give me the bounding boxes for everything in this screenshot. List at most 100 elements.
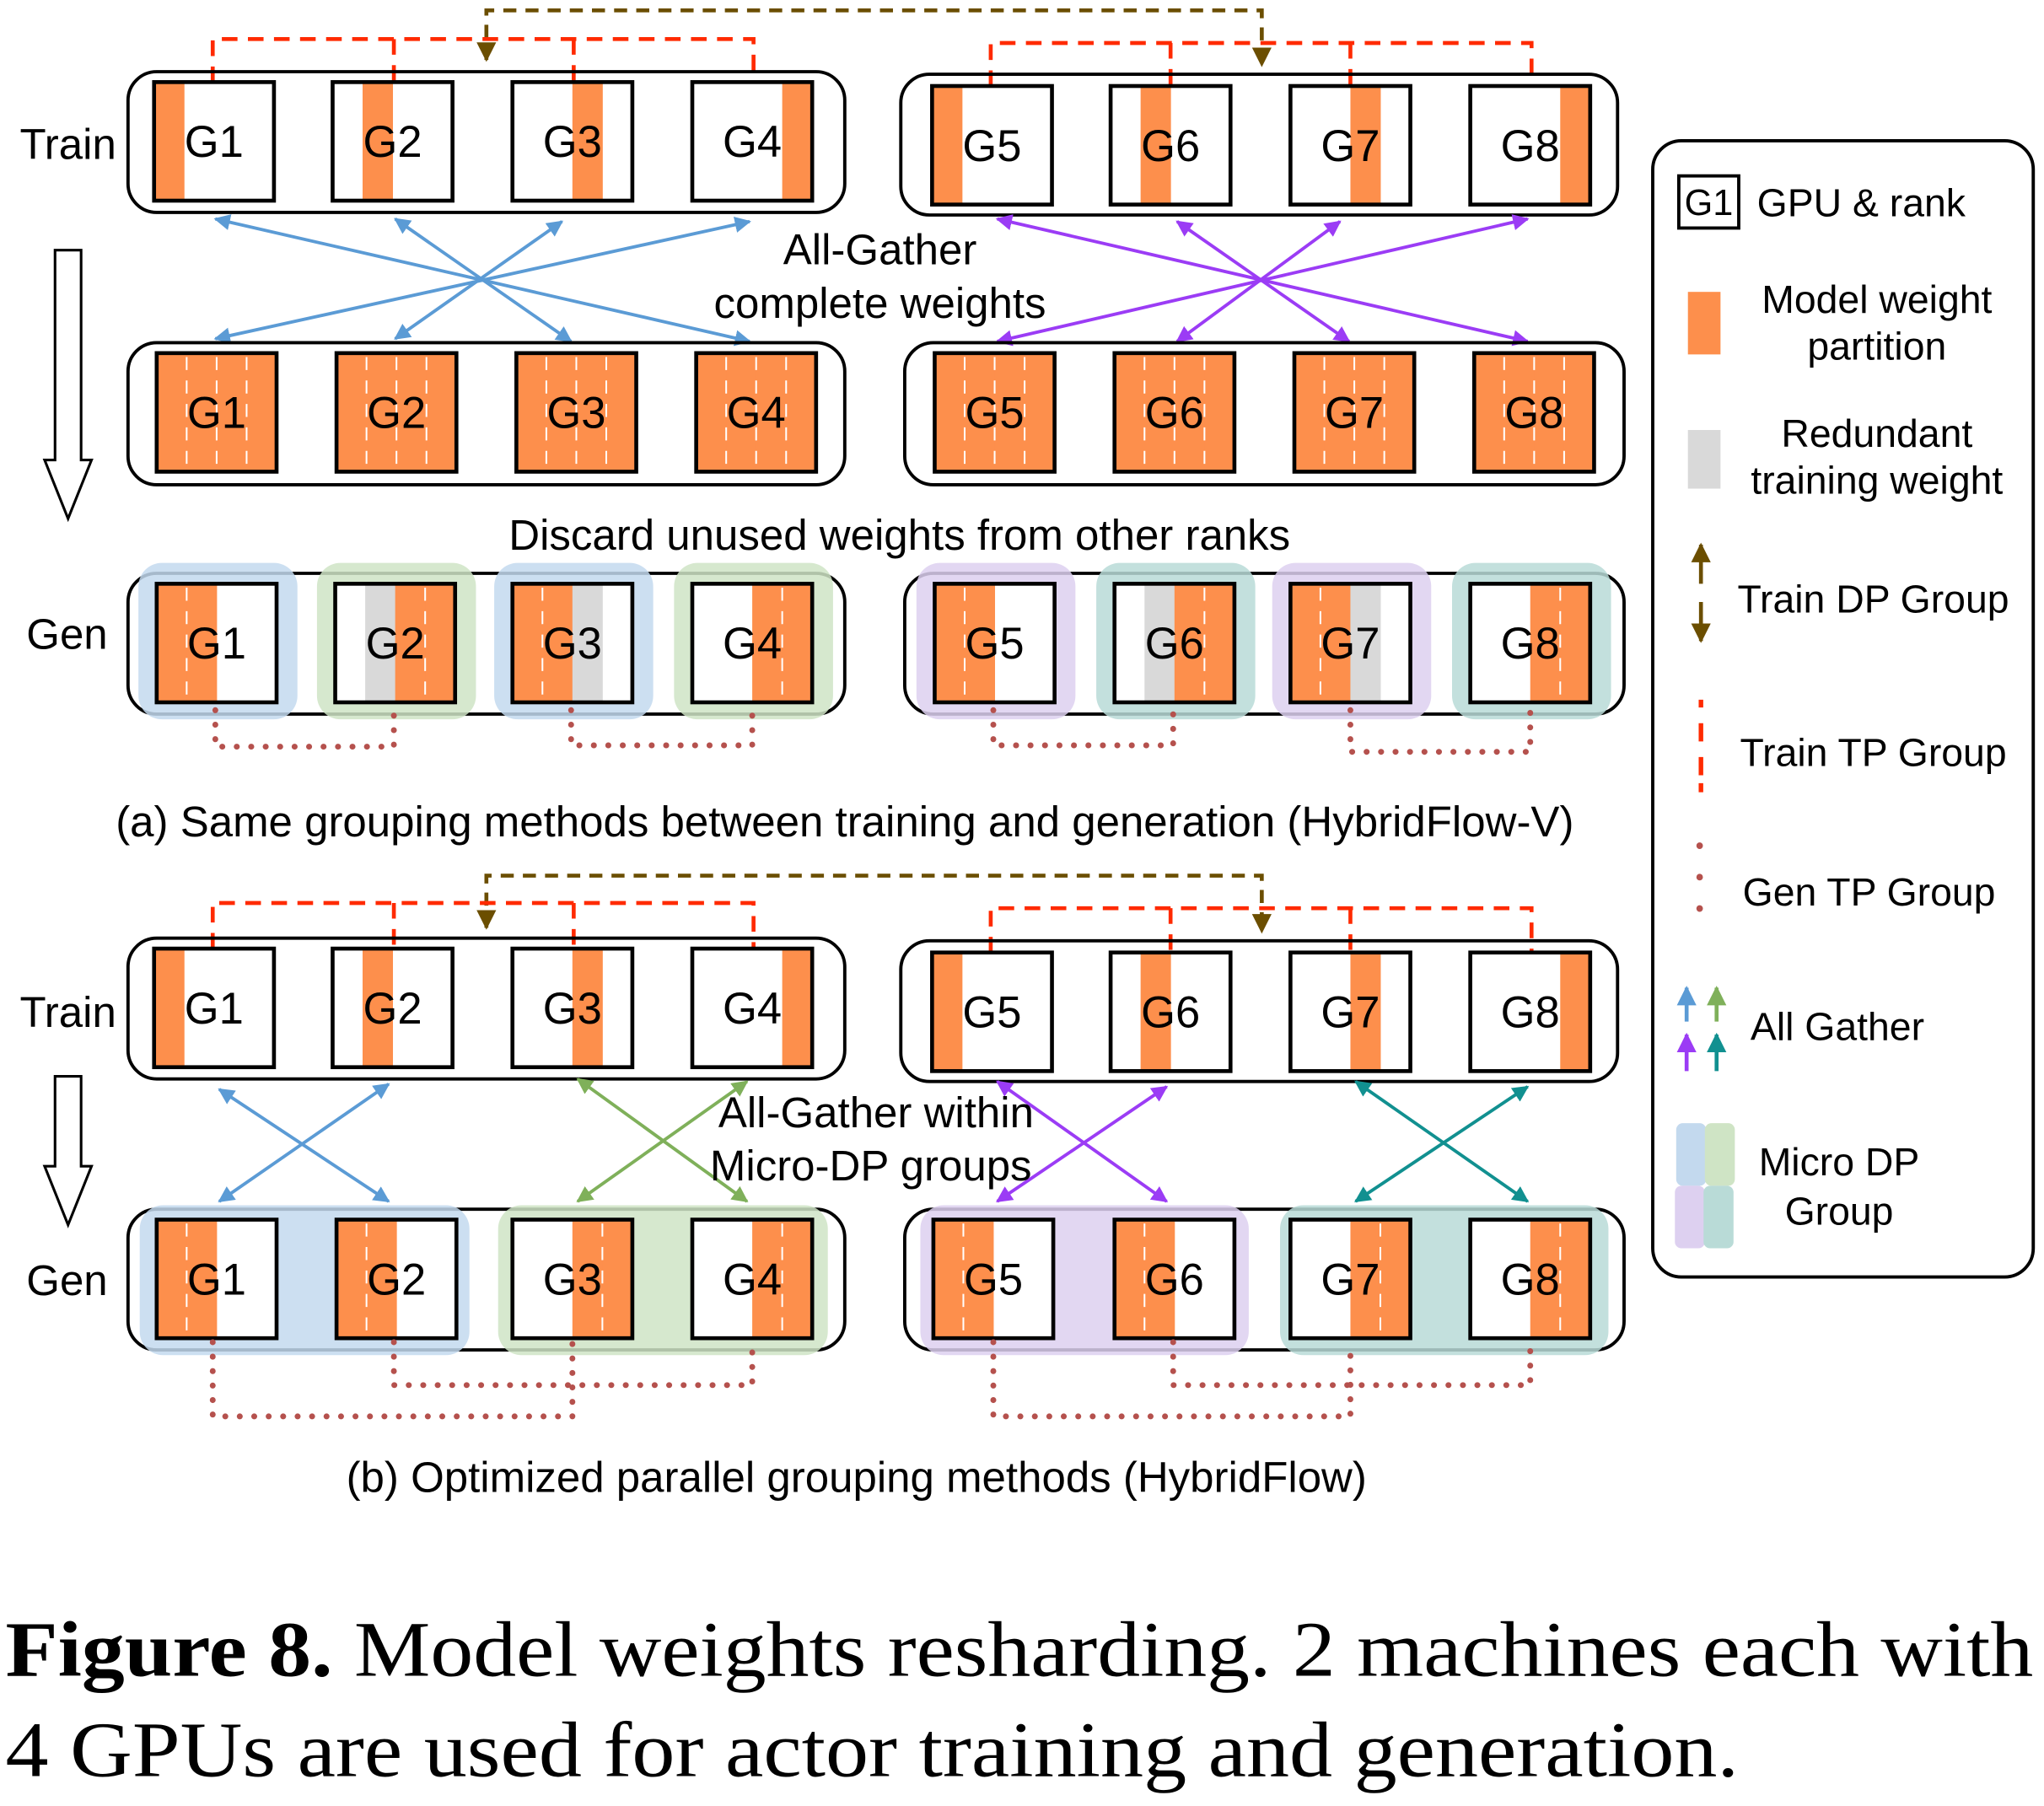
model-weight-partition bbox=[994, 352, 1025, 472]
gpu-g1-gen: G1 bbox=[154, 1217, 279, 1341]
gpu-g1-train: G1 bbox=[152, 946, 277, 1070]
gpu-border bbox=[930, 950, 1054, 1073]
model-weight-partition bbox=[965, 352, 996, 472]
gpu-label: G6 bbox=[1145, 389, 1204, 438]
model-weight-partition bbox=[726, 352, 757, 472]
gpu-g3-gen: G3 bbox=[510, 1217, 635, 1341]
gpu-border bbox=[931, 1217, 1056, 1341]
gpu-label: G5 bbox=[966, 619, 1025, 669]
gpu-g4-gen: G4 bbox=[690, 1217, 815, 1341]
gpu-label: G4 bbox=[723, 117, 782, 167]
model-weight-partition bbox=[396, 352, 428, 472]
model-weight-partition bbox=[1534, 352, 1565, 472]
gpu-border bbox=[1288, 1217, 1412, 1341]
model-weight-partition bbox=[934, 583, 966, 702]
machine-1-train bbox=[126, 70, 847, 214]
gpu-g5-gen: G5 bbox=[933, 582, 1057, 705]
gpu-border bbox=[1288, 582, 1412, 705]
caption-a: (a) Same grouping methods between traini… bbox=[116, 798, 1573, 846]
down-arrow-b bbox=[42, 1075, 94, 1228]
gpu-label: G8 bbox=[1501, 988, 1560, 1038]
gpu-label: G4 bbox=[723, 619, 782, 669]
all-gather-text: Micro-DP groups bbox=[710, 1142, 1032, 1190]
gpu-g6-gen: G6 bbox=[1112, 582, 1237, 705]
gpu-border bbox=[1468, 950, 1593, 1073]
gpu-border bbox=[152, 946, 277, 1070]
model-weight-partition bbox=[1140, 952, 1171, 1072]
redundant-weight bbox=[1144, 583, 1175, 702]
machine-2-gen bbox=[902, 1207, 1626, 1352]
gpu-label: G1 bbox=[185, 117, 244, 167]
legend-model-weight: Model weight bbox=[1762, 277, 1992, 321]
model-weight-partition bbox=[186, 1219, 218, 1339]
legend-weight-swatch bbox=[1687, 292, 1721, 355]
gpu-g4-train: G4 bbox=[690, 80, 815, 203]
gpu-g6-train: G6 bbox=[1108, 950, 1233, 1073]
model-weight-partition bbox=[1354, 352, 1385, 472]
machine-1-gen bbox=[126, 1207, 847, 1352]
machine-2-train bbox=[899, 938, 1620, 1083]
gpu-label: G1 bbox=[185, 984, 244, 1034]
model-weight-partition bbox=[542, 583, 573, 702]
model-weight-partition bbox=[153, 949, 185, 1067]
model-weight-partition bbox=[782, 1219, 813, 1339]
all-gather-arrow bbox=[1354, 1085, 1530, 1203]
train-tp-group-right bbox=[988, 906, 1534, 953]
model-weight-partition bbox=[366, 1219, 397, 1339]
model-weight-partition bbox=[752, 583, 783, 702]
model-weight-partition bbox=[932, 86, 963, 205]
gpu-label: G8 bbox=[1504, 389, 1563, 438]
gpu-label: G3 bbox=[543, 1255, 602, 1304]
model-weight-partition bbox=[1380, 1219, 1412, 1339]
model-weight-partition bbox=[336, 352, 368, 472]
figure-caption-line2: 4 GPUs are used for actor training and g… bbox=[6, 1707, 1739, 1793]
gpu-border bbox=[1468, 582, 1593, 705]
gpu-border bbox=[1112, 1217, 1237, 1341]
gpu-border bbox=[1112, 351, 1237, 474]
gpu-border bbox=[690, 1217, 815, 1341]
gpu-border bbox=[510, 80, 635, 203]
gpu-g7-train: G7 bbox=[1288, 83, 1412, 207]
legend-micro-dp-swatch bbox=[1704, 1123, 1735, 1186]
gen-tp-group bbox=[567, 707, 756, 749]
redundant-weight bbox=[365, 583, 396, 702]
model-weight-partition bbox=[782, 583, 813, 702]
gpu-g3-train: G3 bbox=[510, 80, 635, 203]
gpu-g8-gen: G8 bbox=[1468, 582, 1593, 705]
legend-gpu-sample-box bbox=[1676, 174, 1740, 230]
model-weight-partition bbox=[606, 352, 637, 472]
gpu-border bbox=[1288, 83, 1412, 207]
model-weight-partition bbox=[782, 949, 813, 1067]
gpu-border bbox=[690, 582, 815, 705]
gpu-g4-gen: G4 bbox=[690, 582, 815, 705]
model-weight-partition bbox=[156, 352, 187, 472]
gpu-border bbox=[1108, 83, 1233, 207]
gpu-g2-gen: G2 bbox=[333, 582, 458, 705]
gpu-g4-gathered: G4 bbox=[694, 351, 819, 474]
model-weight-partition bbox=[516, 352, 547, 472]
model-weight-partition bbox=[336, 1219, 368, 1339]
model-weight-partition bbox=[1140, 86, 1171, 205]
gpu-label: G8 bbox=[1501, 619, 1560, 669]
gpu-g5-train: G5 bbox=[930, 950, 1054, 1073]
model-weight-partition bbox=[1530, 583, 1561, 702]
legend-redundant: Redundant bbox=[1781, 411, 1972, 455]
gpu-label: G5 bbox=[962, 988, 1021, 1038]
model-weight-partition bbox=[933, 1219, 964, 1339]
gpu-g6-train: G6 bbox=[1108, 83, 1233, 207]
model-weight-partition bbox=[1384, 352, 1415, 472]
gpu-label: G6 bbox=[1145, 1255, 1204, 1304]
model-weight-partition bbox=[395, 583, 426, 702]
legend-redundant: training weight bbox=[1751, 459, 2003, 503]
model-weight-partition bbox=[153, 82, 185, 201]
gpu-g5-gathered: G5 bbox=[933, 351, 1057, 474]
gpu-g2-train: G2 bbox=[331, 80, 455, 203]
legend-gpu-sample: G1 bbox=[1685, 183, 1734, 223]
gpu-g3-gathered: G3 bbox=[514, 351, 638, 474]
legend-train-dp: Train DP Group bbox=[1737, 577, 2009, 621]
machine-1-gathered bbox=[126, 341, 847, 486]
model-weight-partition bbox=[156, 583, 187, 702]
gpu-border bbox=[1288, 950, 1412, 1073]
model-weight-partition bbox=[363, 82, 394, 201]
model-weight-partition bbox=[696, 352, 727, 472]
